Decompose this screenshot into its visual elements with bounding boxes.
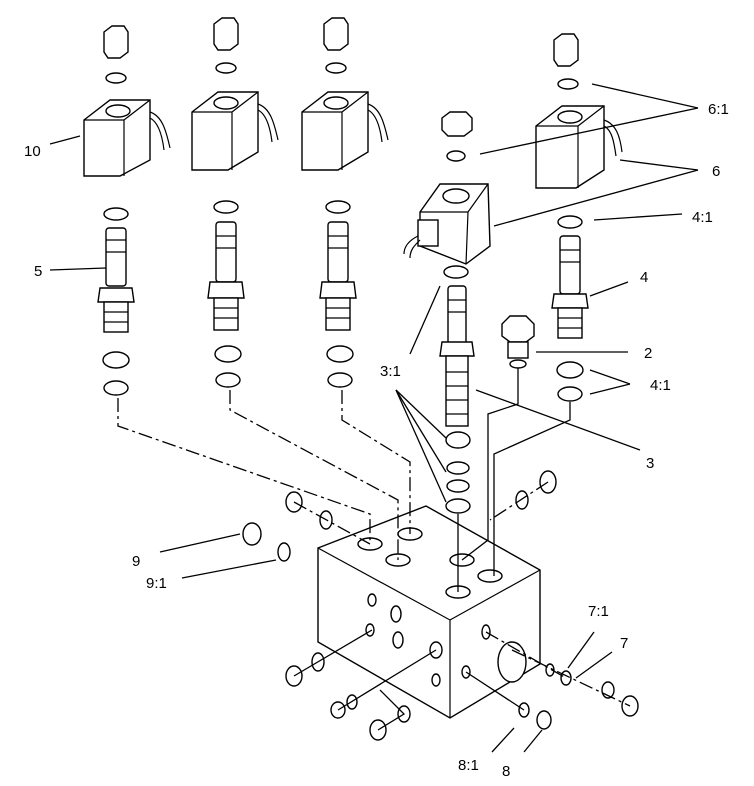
callout-4-1-mid: 4:1 — [650, 377, 671, 394]
valve-stack-right — [535, 33, 623, 402]
valve-cartridge — [551, 235, 589, 339]
valve-stack-1 — [83, 25, 171, 396]
o-ring — [105, 72, 127, 84]
o-ring — [326, 345, 354, 363]
o-ring — [445, 498, 471, 514]
o-ring — [446, 479, 470, 493]
plug-7 — [545, 663, 639, 717]
valve-stack-2 — [191, 17, 279, 388]
o-ring — [443, 265, 469, 279]
callout-4: 4 — [640, 269, 648, 286]
side-plug-left-upper — [285, 491, 333, 530]
callout-leaders — [49, 83, 699, 753]
nut — [323, 17, 349, 51]
o-ring — [325, 200, 351, 214]
o-ring — [215, 62, 237, 74]
nut — [103, 25, 129, 59]
valve-cartridge — [319, 221, 357, 331]
callout-2: 2 — [644, 345, 652, 362]
o-ring — [557, 386, 583, 402]
nut — [213, 17, 239, 51]
valve-cartridge — [439, 285, 475, 427]
callout-8-1: 8:1 — [458, 757, 479, 774]
side-plug-right-upper — [515, 470, 557, 510]
solenoid-coil — [301, 91, 389, 171]
callout-10: 10 — [24, 143, 41, 160]
o-ring — [103, 380, 129, 396]
valve-stack-center — [403, 111, 491, 514]
plug — [501, 315, 535, 369]
callout-9-1: 9:1 — [146, 575, 167, 592]
o-ring — [325, 62, 347, 74]
callout-3: 3 — [646, 455, 654, 472]
plug-9 — [242, 522, 291, 562]
solenoid-coil — [83, 99, 171, 177]
o-ring — [445, 431, 471, 449]
callout-6-1: 6:1 — [708, 101, 729, 118]
callout-3-1: 3:1 — [380, 363, 401, 380]
callout-5: 5 — [34, 263, 42, 280]
manifold-block — [317, 505, 541, 719]
o-ring — [327, 372, 353, 388]
o-ring — [215, 372, 241, 388]
o-ring — [557, 78, 579, 90]
nut — [441, 111, 473, 137]
solenoid-coil — [191, 91, 279, 171]
assembly-lines — [117, 368, 631, 731]
o-ring — [557, 215, 583, 229]
callout-8: 8 — [502, 763, 510, 780]
o-ring — [103, 207, 129, 221]
callout-4-1-top: 4:1 — [692, 209, 713, 226]
valve-stack-3 — [301, 17, 389, 388]
callout-7: 7 — [620, 635, 628, 652]
valve-cartridge — [97, 227, 135, 333]
o-ring — [446, 150, 466, 162]
nut — [553, 33, 579, 67]
o-ring — [214, 345, 242, 363]
callout-6: 6 — [712, 163, 720, 180]
solenoid-coil — [535, 105, 623, 189]
valve-cartridge — [207, 221, 245, 331]
plug-8 — [518, 702, 552, 730]
callout-labels: 10 5 6:1 6 4:1 4 2 4:1 3:1 3 9 9:1 7:1 7… — [24, 101, 729, 780]
solenoid-coil — [403, 183, 491, 265]
o-ring — [213, 200, 239, 214]
o-ring — [446, 461, 470, 475]
callout-9: 9 — [132, 553, 140, 570]
o-ring — [556, 361, 584, 379]
o-ring — [102, 351, 130, 369]
callout-7-1: 7:1 — [588, 603, 609, 620]
